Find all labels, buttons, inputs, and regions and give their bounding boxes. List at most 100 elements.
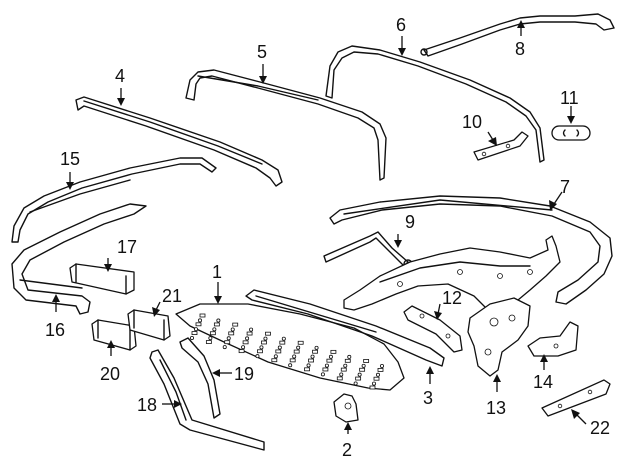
tray-hole	[193, 327, 198, 332]
tray-slot	[232, 322, 239, 327]
callout-21: 21	[162, 286, 182, 306]
tray-slot	[195, 322, 202, 327]
tray-hole	[249, 327, 254, 332]
part-19-curved-rail	[179, 337, 221, 419]
tray-slot	[275, 349, 282, 354]
tray-hole	[379, 363, 384, 368]
tray-hole	[296, 345, 301, 350]
tray-slot	[246, 331, 253, 336]
tray-slot	[340, 367, 347, 372]
tray-hole	[226, 336, 231, 341]
callout-22: 22	[590, 418, 610, 438]
tray-hole	[328, 354, 333, 359]
callout-10: 10	[462, 112, 482, 132]
part-14-bracket	[527, 321, 579, 357]
tray-hole	[255, 354, 260, 359]
part-8-cable	[420, 13, 615, 57]
callout-7: 7	[560, 177, 570, 197]
tray-slot	[308, 358, 314, 363]
callout-4: 4	[115, 66, 125, 86]
tray-hole	[263, 336, 268, 341]
tray-slot	[242, 340, 249, 345]
callout-2: 2	[342, 440, 352, 460]
part-7-rear-frame-bow	[329, 195, 613, 305]
tray-slot	[304, 367, 310, 372]
tray-hole	[241, 345, 246, 350]
tray-slot	[359, 367, 366, 372]
tray-hole	[324, 363, 329, 368]
part-20-seal-block	[91, 319, 137, 351]
callout-20: 20	[100, 364, 120, 384]
tray-slot	[363, 359, 370, 363]
tray-hole	[208, 336, 213, 341]
tray-slot	[209, 331, 216, 336]
tray-slot	[293, 349, 300, 354]
part-22-trim-strip	[541, 379, 611, 417]
tray-slot	[297, 340, 304, 345]
tray-slot	[224, 340, 231, 345]
callout-6: 6	[396, 15, 406, 35]
tray-hole	[292, 354, 297, 359]
tray-hole	[357, 372, 362, 377]
callout-3: 3	[423, 388, 433, 408]
part-1-tray-panel	[175, 303, 405, 391]
tray-hole	[281, 336, 286, 341]
callout-8: 8	[515, 39, 525, 59]
part-18-lower-rail	[149, 349, 265, 451]
part-16-side-rail	[11, 203, 147, 315]
tray-slot	[344, 358, 351, 363]
tray-slot	[326, 358, 333, 363]
tray-slot	[199, 313, 206, 318]
tray-hole	[273, 354, 278, 359]
tray-hole	[259, 345, 264, 350]
tray-hole	[320, 372, 325, 377]
tray-slot	[312, 349, 318, 354]
tray-slot	[330, 349, 337, 354]
tray-slot	[265, 331, 271, 336]
callout-11: 11	[560, 88, 579, 108]
tray-slot	[322, 367, 329, 372]
tray-hole	[310, 354, 315, 359]
callout-13: 13	[486, 398, 506, 418]
tray-hole	[371, 381, 376, 386]
tray-hole	[314, 345, 319, 350]
tray-hole	[277, 345, 282, 350]
tray-slot	[261, 340, 267, 345]
tray-slot	[228, 331, 235, 336]
part-6-rear-bow	[325, 45, 545, 163]
tray-hole	[339, 372, 344, 377]
part-11-pad	[551, 125, 591, 141]
callout-1: 1	[212, 262, 222, 282]
tray-hole	[212, 327, 217, 332]
callout-19: 19	[234, 364, 254, 384]
tray-hole	[288, 363, 293, 368]
part-17-seal-block	[69, 263, 135, 295]
tray-slot	[355, 376, 362, 381]
part-5-roof-bow	[185, 69, 387, 181]
tray-hole	[306, 363, 311, 368]
tray-hole	[347, 354, 352, 359]
tray-hole	[361, 363, 366, 368]
tray-hole	[343, 363, 348, 368]
tray-hole	[197, 318, 202, 323]
callout-18: 18	[137, 395, 157, 415]
tray-slot	[271, 358, 278, 363]
callout-14: 14	[533, 372, 553, 392]
tray-hole	[216, 318, 221, 323]
callout-12: 12	[442, 288, 462, 308]
part-15-header-trim	[11, 157, 217, 243]
tray-slot	[369, 385, 376, 390]
tray-slot	[289, 358, 296, 363]
tray-slot	[279, 340, 286, 345]
callout-9: 9	[405, 212, 415, 232]
tray-slot	[373, 376, 380, 381]
tray-slot	[257, 349, 263, 354]
part-10-bracket	[473, 131, 529, 161]
tray-slot	[205, 340, 212, 344]
tray-hole	[189, 335, 194, 340]
callout-layer: 1 2 3 4 5 6 7 8 9 10	[45, 15, 610, 460]
tray-slot	[377, 367, 384, 372]
callout-17: 17	[117, 237, 137, 257]
callout-15: 15	[60, 149, 80, 169]
